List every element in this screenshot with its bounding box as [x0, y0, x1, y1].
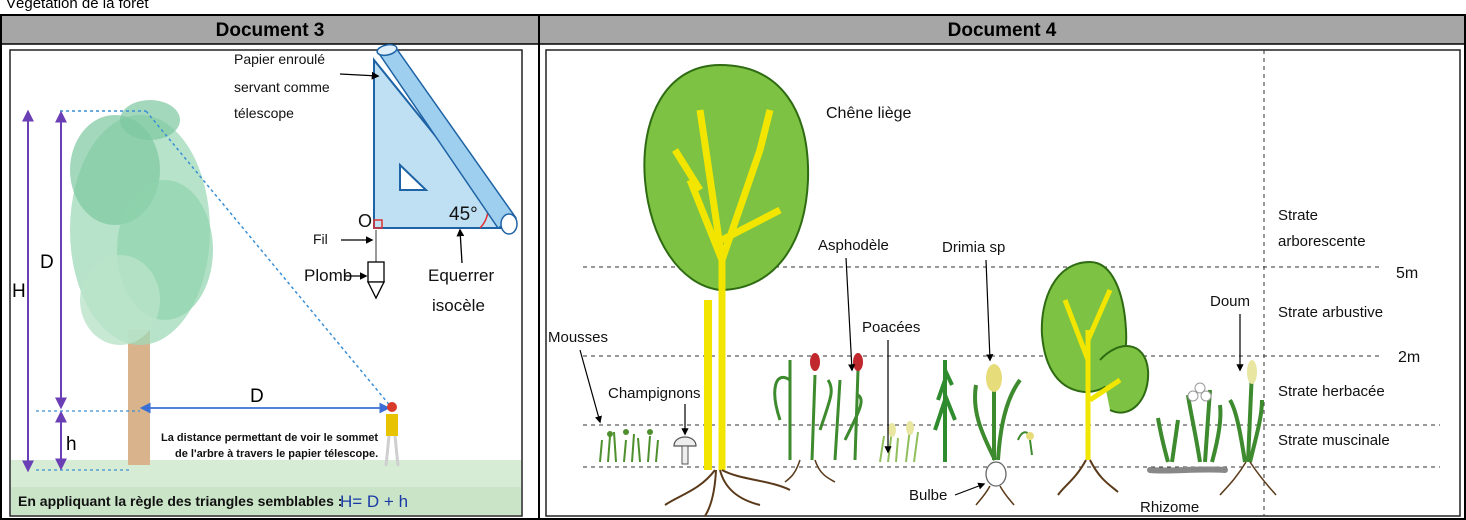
d-horizontal-label: D — [250, 386, 264, 407]
top-clip-text: Végétation de la forêt — [6, 0, 149, 12]
bulb — [986, 462, 1006, 486]
height-5m: 5m — [1396, 265, 1418, 282]
equerre-label-line1: Equerrer — [428, 266, 494, 285]
equerre-label-line2: isocèle — [432, 296, 485, 315]
h-small-label: h — [66, 434, 77, 455]
paper-label-line3: télescope — [234, 105, 294, 121]
height-2m: 2m — [1398, 349, 1420, 366]
label-mousses: Mousses — [548, 329, 608, 346]
label-drimia: Drimia sp — [942, 239, 1005, 256]
strata-arbustive: Strate arbustive — [1278, 304, 1383, 321]
strata-arborescente-line2: arborescente — [1278, 233, 1366, 250]
paper-label-line1: Papier enroulé — [234, 51, 325, 67]
label-asphodele: Asphodèle — [818, 237, 889, 254]
distance-note-line2: de l'arbre à travers le papier télescope… — [175, 448, 378, 460]
doc4-header: Document 4 — [948, 20, 1057, 41]
doc3-header: Document 3 — [216, 20, 325, 41]
d-vertical-label: D — [40, 252, 54, 273]
label-bulbe: Bulbe — [909, 487, 947, 504]
label-chene: Chêne liège — [826, 105, 912, 122]
fil-label: Fil — [313, 231, 328, 247]
label-rhizome: Rhizome — [1140, 499, 1199, 516]
strata-muscinale: Strate muscinale — [1278, 432, 1390, 449]
label-poacees: Poacées — [862, 319, 920, 336]
label-champignons: Champignons — [608, 385, 701, 402]
label-doum: Doum — [1210, 293, 1250, 310]
formula: H= D + h — [340, 492, 408, 511]
doc4-figure: Chêne liège Mousses Champignons — [546, 50, 1460, 516]
distance-note-line1: La distance permettant de voir le sommet — [161, 432, 378, 444]
strata-arborescente-line1: Strate — [1278, 207, 1318, 224]
h-total-label: H — [12, 281, 26, 302]
angle-label: 45° — [449, 204, 478, 225]
paper-label-line2: servant comme — [234, 79, 330, 95]
tree-trunk — [128, 330, 150, 465]
o-label: O — [358, 211, 372, 231]
doc3-figure: H D h D La distance permettant de voir l… — [10, 43, 522, 516]
strata-herbacee: Strate herbacée — [1278, 383, 1385, 400]
rule-text: En appliquant la règle des triangles sem… — [18, 493, 342, 509]
rhizome — [1150, 469, 1225, 470]
